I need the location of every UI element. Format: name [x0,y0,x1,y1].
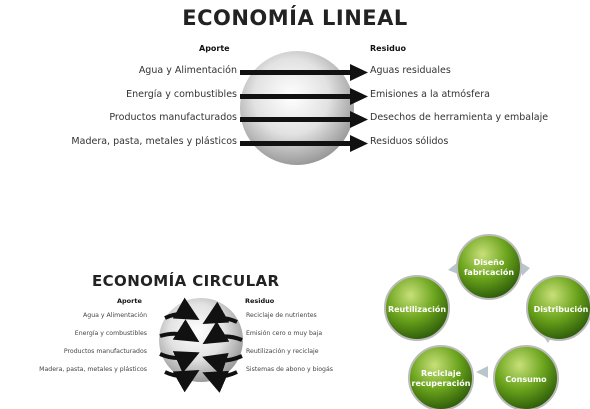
linear-arrow [240,111,368,128]
linear-arrow [240,88,368,105]
circular-arrows [159,297,243,393]
linear-output-label: Aguas residuales [370,65,451,76]
cycle-arrow [476,366,488,378]
cycle-node-label: fabricación [464,267,514,277]
linear-title: ECONOMÍA LINEAL [182,6,408,30]
cycle-arrow [520,262,530,276]
linear-output-label: Residuos sólidos [370,136,449,147]
cycle-node-recycling: Reciclaje recuperación [408,345,474,409]
circular-input-label: Agua y Alimentación [83,312,147,319]
circular-title: ECONOMÍA CIRCULAR [92,272,280,290]
circular-output-header: Residuo [245,297,275,305]
circular-input-label: Productos manufacturados [63,348,147,355]
cycle-node-consumption: Consumo [493,345,559,409]
circular-input-label: Energía y combustibles [74,330,147,337]
circular-output-label: Emisión cero o muy baja [246,330,323,337]
circular-input-header: Aporte [117,297,142,305]
circular-output-label: Reciclaje de nutrientes [246,312,317,319]
cycle-node-design: Diseño fabricación [456,234,522,300]
cycle-arrow [448,262,458,274]
linear-arrow [240,135,368,152]
cycle-diagram: Diseño fabricación Distribución Consumo … [384,234,590,409]
circular-output-label: Reutilización y reciclaje [246,348,319,355]
linear-output-header: Residuo [370,44,407,53]
cycle-node-reuse: Reutilización [384,275,450,341]
cycle-node-distribution: Distribución [526,275,590,341]
linear-globe [240,51,354,165]
cycle-node-label: recuperación [412,378,471,388]
linear-input-label: Agua y Alimentación [138,65,237,76]
linear-output-label: Emisiones a la atmósfera [370,89,490,100]
circular-input-label: Madera, pasta, metales y plásticos [39,366,147,373]
linear-output-label: Desechos de herramienta y embalaje [370,112,549,123]
cycle-node-label: Consumo [505,375,547,384]
cycle-node-label: Diseño [474,258,505,267]
linear-input-label: Productos manufacturados [109,112,237,123]
linear-input-label: Energía y combustibles [126,89,237,100]
linear-input-header: Aporte [199,44,230,53]
cycle-node-label: Reutilización [388,304,446,314]
cycle-node-label: Distribución [534,304,589,314]
circular-output-label: Sistemas de abono y biogás [246,366,333,373]
cycle-node-label: Reciclaje [421,369,462,378]
linear-input-label: Madera, pasta, metales y plásticos [71,136,237,147]
linear-arrow [240,64,368,81]
circular-globe [159,298,243,382]
